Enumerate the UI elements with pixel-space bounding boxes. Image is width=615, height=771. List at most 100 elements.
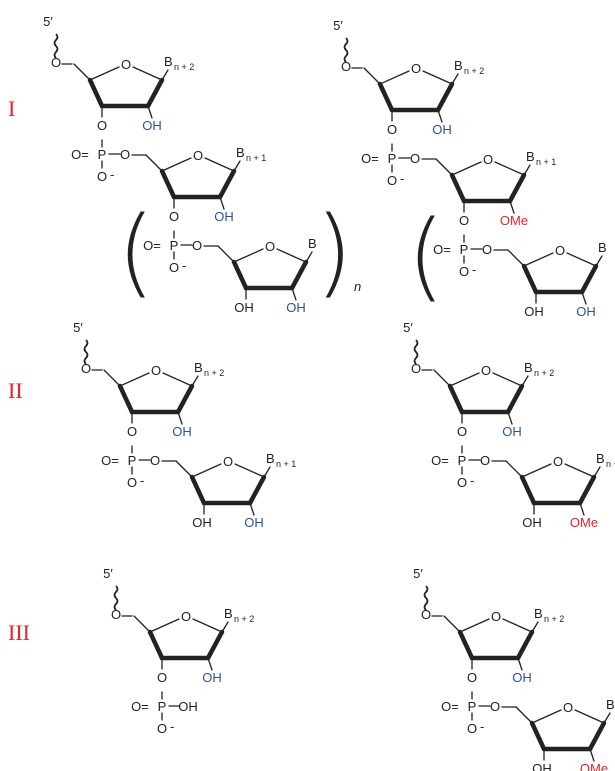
row2-left-sugar2-c5-bond: [175, 460, 193, 478]
row2-left-sugar2-base-subscript: n + 1: [276, 459, 296, 469]
row1-right-chain-wavy-bond: [343, 37, 349, 63]
row3-right-sugar1-base-bond: [531, 621, 539, 633]
row3-right-sugar1-base: B: [534, 606, 543, 621]
row1-left-sugar1-3-oxygen: O: [97, 118, 107, 133]
row1-left-sugar1-c2-sub-bond: [147, 105, 153, 119]
row1-right-sugar2-c2-c1-bond: [507, 172, 527, 204]
row2-right-phosphate1-phosphorus: P: [458, 453, 467, 468]
row1-left-sugar3-2-hydroxyl: OH: [286, 300, 306, 315]
row1-right-sugar2-3-oxygen: O: [459, 213, 469, 228]
row2-left-sugar1-c2-c1-bond: [175, 383, 195, 415]
row2-right-phosphate1-bridging-oxygen: O: [480, 453, 490, 468]
row1-right-sugar1-o4-c1-bond: [422, 70, 453, 85]
row2-right-sugar2-c5-bond: [505, 460, 523, 478]
row1-left-sugar3-ring-oxygen: O: [265, 239, 275, 254]
row1-left-phosphate1-minus-sign: -: [110, 167, 114, 182]
row2-left-sugar2-o4-c1-bond: [234, 463, 265, 478]
row2-right-sugar1-c2-c1-bond: [505, 383, 525, 415]
row3-right-sugar1-c2-c1-bond: [515, 629, 535, 661]
row1-right-sugar2-c4-c3-bond: [449, 172, 467, 204]
row1-left-sugar2-c2-sub-bond: [219, 196, 225, 210]
row1-right-sugar1-base-subscript: n + 2: [464, 66, 484, 76]
row2-left-sugar1-base-bond: [191, 375, 199, 387]
row2-right-phosphate1-anionic-oxygen: O: [457, 475, 467, 490]
row1-left-sugar3-c4-c3-bond: [231, 259, 249, 291]
row3-left-sugar1-c2-c1-bond: [205, 629, 225, 661]
row2-right-sugar1-base-subscript: n + 2: [534, 368, 554, 378]
row1-right-sugar3-ring-oxygen: O: [555, 243, 565, 258]
row3-right-sugar1-c5-bond: [443, 615, 461, 633]
row3-left-sugar1-base-subscript: n + 2: [234, 614, 254, 624]
row1-right-paren-open: (: [407, 200, 444, 312]
row1-right-phosphate2-minus-sign: -: [472, 262, 476, 277]
row1-left-phosphate1-phosphorus: P: [98, 147, 107, 162]
row1-right-sugar2-c4-o4-bond: [451, 161, 482, 176]
row3-right-sugar2-ring-oxygen: O: [563, 700, 573, 715]
row2-right-sugar1-o4-c1-bond: [492, 372, 523, 387]
row1-left-phosphate2-phosphorus: P: [170, 238, 179, 253]
row3-left-sugar1-base-bond: [221, 621, 229, 633]
row3-right-sugar1-o4-c1-bond: [502, 618, 533, 633]
row3-left-five-prime: 5′: [103, 566, 113, 581]
row1-left-five-prime: 5′: [43, 14, 53, 29]
row1-left-sugar3-c5-bond: [217, 245, 235, 263]
row3-right-phosphate1-phosphorus: P: [468, 699, 477, 714]
row2-left-sugar2-3-hydroxyl: OH: [192, 515, 212, 530]
row3-left-sugar1-ring-oxygen: O: [181, 609, 191, 624]
row3-right-sugar1-c4-o4-bond: [459, 618, 490, 633]
row2-left-sugar1-base-subscript: n + 2: [204, 368, 224, 378]
row3-left-sugar1-2-hydroxyl: OH: [202, 670, 222, 685]
row2-right-sugar2-c2-c1-bond: [577, 474, 597, 506]
row1-right-phosphate1-anionic-oxygen: O: [387, 173, 397, 188]
row2-right-sugar1-base: B: [524, 360, 533, 375]
row3-right-5-oxygen: O: [421, 607, 431, 622]
row1-right-five-prime: 5′: [333, 18, 343, 33]
row2-right-sugar1-c4-c3-bond: [447, 383, 465, 415]
row3-right-sugar2-o4-c1-bond: [574, 709, 605, 724]
row3-right-sugar1-base-subscript: n + 2: [544, 614, 564, 624]
row2-right-sugar1-c4-o4-bond: [449, 372, 480, 387]
row1-left-sugar2-3-oxygen: O: [169, 209, 179, 224]
row1-right-sugar2-2-methoxy: OMe: [500, 213, 528, 228]
row1-left-phosphate1-double-oxygen: O=: [71, 147, 89, 162]
row3-left-phosphate1-phosphorus: P: [158, 699, 167, 714]
row1-right-phosphate1-bridging-oxygen: O: [410, 151, 420, 166]
row1-left-sugar2-o4-c1-bond: [204, 157, 235, 172]
row1-left-sugar2-base-subscript: n + 1: [246, 153, 266, 163]
row1-left-sugar2-c4-o4-bond: [161, 157, 192, 172]
row2-left-sugar1-base: B: [194, 360, 203, 375]
row2-left-sugar2-c2-c1-bond: [247, 474, 267, 506]
row-label-ii: II: [8, 378, 23, 403]
row1-left-sugar3-base-bond: [305, 251, 313, 263]
row2-left-phosphate1-anionic-oxygen: O: [127, 475, 137, 490]
row1-left-sugar3-base: B: [308, 236, 317, 251]
row3-right-sugar1-c2-sub-bond: [517, 657, 523, 671]
row1-right-sugar3-2-hydroxyl: OH: [576, 304, 596, 319]
row2-right-sugar2-c4-o4-bond: [521, 463, 552, 478]
row2-right-sugar2-base: B: [596, 451, 605, 466]
row2-left-phosphate1-phosphorus: P: [128, 453, 137, 468]
row2-left-phosphate1-bridging-oxygen: O: [150, 453, 160, 468]
row2-right-sugar1-base-bond: [521, 375, 529, 387]
row3-left-phosphate1-anionic-oxygen: O: [157, 721, 167, 736]
row2-left-sugar1-c4-o4-bond: [119, 372, 150, 387]
row2-right-chain-wavy-bond: [413, 339, 419, 365]
row2-left-sugar2-c4-o4-bond: [191, 463, 222, 478]
row1-right-sugar3-c4-o4-bond: [523, 252, 554, 267]
row1-right-phosphate2-anionic-oxygen: O: [459, 264, 469, 279]
row3-left-phosphate1-double-oxygen: O=: [131, 699, 149, 714]
row1-left-sugar2-base: B: [236, 145, 245, 160]
row1-left-repeat-n: n: [354, 279, 361, 294]
row1-left-phosphate1-bridging-oxygen: O: [120, 147, 130, 162]
row3-right-sugar2-2-methoxy: OMe: [580, 761, 608, 771]
row2-left-sugar1-c4-c3-bond: [117, 383, 135, 415]
row3-left-sugar1-base: B: [224, 606, 233, 621]
row1-right-sugar3-3-hydroxyl: OH: [524, 304, 544, 319]
row1-left-phosphate2-bridging-oxygen: O: [192, 238, 202, 253]
row1-right-sugar1-base-bond: [451, 73, 459, 85]
row3-right-five-prime: 5′: [413, 566, 423, 581]
row2-right-phosphate1-minus-sign: -: [470, 473, 474, 488]
row2-right-5-oxygen: O: [411, 361, 421, 376]
row1-right-sugar3-base: B: [598, 240, 607, 255]
row3-right-sugar1-3-oxygen: O: [467, 670, 477, 685]
